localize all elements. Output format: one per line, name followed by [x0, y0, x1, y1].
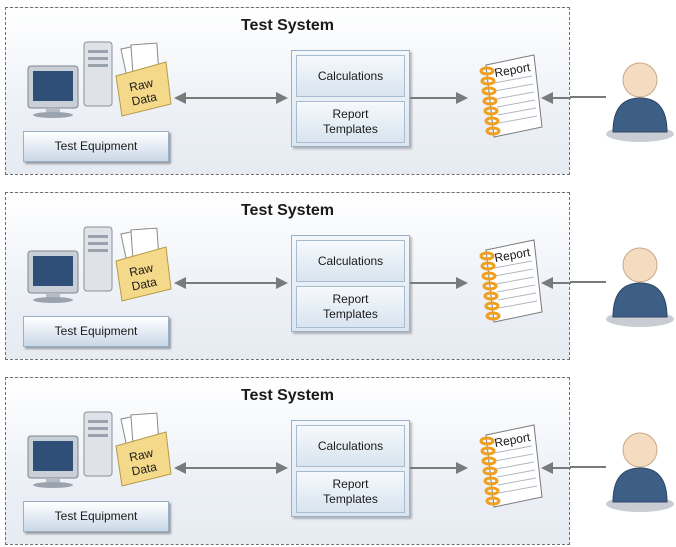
raw-data-line2: Data: [130, 275, 158, 294]
test-system-panel: Test System Raw Data Test Equipment: [5, 7, 571, 175]
report-notebook-icon: Report: [479, 54, 543, 138]
arrowhead-report: [456, 92, 468, 104]
raw-data-folder-icon: Raw Data: [115, 42, 172, 117]
templates-line2: Templates: [323, 492, 378, 506]
arrowhead-right: [276, 462, 288, 474]
templates-line1: Report: [332, 292, 369, 306]
user-arrow-segment: [570, 281, 606, 283]
arrowhead-report: [456, 277, 468, 289]
report-notebook-icon: Report: [479, 424, 543, 508]
computer-icon: [27, 226, 113, 303]
user-arrow-segment: [570, 96, 606, 98]
report-notebook-icon: Report: [479, 239, 543, 323]
processing-box: Calculations Report Templates: [291, 420, 410, 517]
raw-data-line2: Data: [130, 90, 158, 109]
test-equipment-label: Test Equipment: [23, 501, 169, 532]
test-system-panel: Test System Raw Data Test Equipment: [5, 192, 571, 360]
report-templates-box: Report Templates: [296, 286, 405, 328]
test-equipment-label: Test Equipment: [23, 131, 169, 162]
arrowhead-report: [456, 462, 468, 474]
user-icon: [606, 62, 674, 142]
report-templates-box: Report Templates: [296, 471, 405, 513]
processing-box: Calculations Report Templates: [291, 235, 410, 332]
report-templates-box: Report Templates: [296, 101, 405, 143]
raw-data-line1: Raw: [128, 76, 155, 95]
templates-line2: Templates: [323, 307, 378, 321]
arrowhead-right: [276, 92, 288, 104]
raw-data-line1: Raw: [128, 261, 155, 280]
raw-data-line1: Raw: [128, 446, 155, 465]
calculations-box: Calculations: [296, 240, 405, 282]
calculations-box: Calculations: [296, 55, 405, 97]
user-arrow-segment: [570, 466, 606, 468]
report-title: Report: [493, 430, 532, 450]
templates-line1: Report: [332, 107, 369, 121]
computer-with-raw-data-icon: Raw Data: [27, 226, 172, 303]
raw-data-folder-icon: Raw Data: [115, 227, 172, 302]
computer-icon: [27, 41, 113, 118]
system-title: Test System: [240, 387, 335, 404]
raw-data-folder-icon: Raw Data: [115, 412, 172, 487]
processing-box: Calculations Report Templates: [291, 50, 410, 147]
raw-data-line2: Data: [130, 460, 158, 479]
arrowhead-right: [276, 277, 288, 289]
test-system-panel: Test System Raw Data Test Equipment: [5, 377, 571, 545]
user-icon: [606, 432, 674, 512]
report-title: Report: [493, 60, 532, 80]
computer-with-raw-data-icon: Raw Data: [27, 41, 172, 118]
user-icon: [606, 247, 674, 327]
computer-with-raw-data-icon: Raw Data: [27, 411, 172, 488]
templates-line2: Templates: [323, 122, 378, 136]
report-title: Report: [493, 245, 532, 265]
calculations-box: Calculations: [296, 425, 405, 467]
templates-line1: Report: [332, 477, 369, 491]
computer-icon: [27, 411, 113, 488]
system-title: Test System: [240, 202, 335, 219]
system-title: Test System: [240, 17, 335, 34]
test-equipment-label: Test Equipment: [23, 316, 169, 347]
